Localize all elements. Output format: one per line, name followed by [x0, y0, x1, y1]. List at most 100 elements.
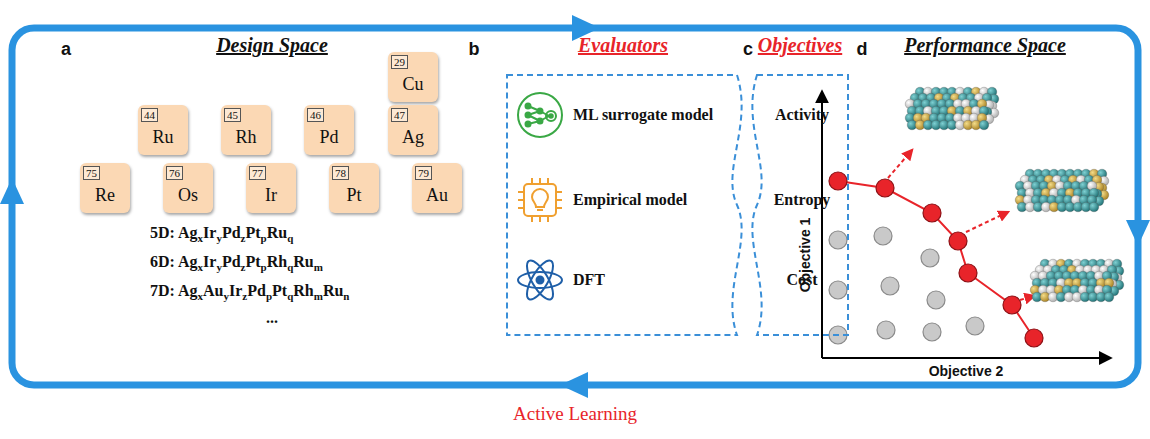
evaluators-box: EvaluatorsML surrogate modelEmpirical mo…	[505, 30, 755, 340]
nanoparticle	[905, 87, 999, 130]
formula-subscript: y	[216, 232, 222, 244]
atom-icon	[518, 257, 562, 303]
atom-sphere	[979, 120, 989, 130]
pareto-point	[923, 204, 941, 222]
y-axis	[821, 92, 823, 358]
formula-part: Au	[203, 282, 223, 299]
panel-letter: a	[61, 40, 71, 60]
atomic-number: 75	[83, 166, 100, 180]
composition-formula: 6D: AgxIryPdzPtpRhqRum	[150, 253, 323, 273]
formula-part: Pt	[272, 282, 287, 299]
evaluator-name: DFT	[573, 271, 605, 289]
dominated-point	[921, 249, 939, 267]
ellipsis: ...	[266, 309, 278, 327]
atomic-number: 46	[307, 108, 324, 122]
dashed-border	[507, 75, 742, 335]
formula-subscript: y	[216, 261, 222, 273]
loop-label: Active Learning	[513, 404, 637, 425]
atomic-number: 76	[166, 166, 183, 180]
element-symbol: Cu	[402, 75, 423, 95]
formula-subscript: y	[224, 290, 230, 302]
pareto-point	[959, 264, 977, 282]
panel-heading: Design Space	[216, 34, 328, 56]
atomic-number: 79	[415, 166, 432, 180]
atomic-number: 29	[391, 55, 408, 69]
formula-subscript: p	[261, 261, 267, 273]
formula-part: Ru	[323, 282, 343, 299]
atomic-number: 78	[332, 166, 349, 180]
dominated-point	[966, 317, 984, 335]
atomic-number: 44	[141, 108, 158, 122]
element-tile: 76Os	[163, 163, 213, 213]
formula-part: Pd	[222, 224, 241, 241]
element-tile: 29Cu	[388, 52, 438, 102]
formula-subscript: x	[198, 232, 204, 244]
atomic-number: 45	[224, 108, 241, 122]
dominated-point	[877, 321, 895, 339]
loop-frame	[12, 28, 1138, 385]
formula-part: Pd	[222, 253, 241, 270]
pareto-point	[1003, 296, 1021, 314]
scatter-plot	[829, 87, 1124, 347]
nanoparticle	[1015, 169, 1109, 212]
panel-letter: c	[743, 40, 753, 60]
formula-subscript: z	[241, 232, 246, 244]
formula-part: Ir	[203, 224, 216, 241]
dominated-point	[923, 323, 941, 341]
formula-part: Rh	[267, 253, 287, 270]
formula-part: 6D: Ag	[150, 253, 198, 270]
element-tile: 46Pd	[304, 105, 354, 155]
composition-formula: 5D: AgxIryPdzPtpRuq	[150, 224, 293, 244]
objective-name: Activity	[775, 106, 829, 124]
dashed-border	[752, 75, 848, 335]
element-symbol: Ru	[152, 128, 173, 148]
pointer-arrow	[1020, 296, 1034, 300]
element-symbol: Ag	[402, 128, 424, 148]
element-symbol: Pt	[346, 186, 361, 206]
axis-label: Objective 2	[929, 364, 1004, 379]
objectives-box: ObjectivesActivityEntropyCost	[745, 30, 850, 340]
panel-letter: d	[857, 40, 868, 60]
loop-arrowhead	[1126, 220, 1150, 246]
element-symbol: Pd	[319, 128, 338, 148]
element-tile: 45Rh	[221, 105, 271, 155]
formula-subscript: p	[266, 290, 272, 302]
formula-subscript: n	[343, 290, 349, 302]
pareto-point	[1025, 329, 1043, 347]
element-symbol: Ir	[265, 186, 277, 206]
formula-part: Ir	[203, 253, 216, 270]
element-tile: 44Ru	[138, 105, 188, 155]
atomic-number: 77	[249, 166, 266, 180]
element-tile: 77Ir	[246, 163, 296, 213]
dashed-outline	[745, 30, 850, 340]
evaluator-name: ML surrogate model	[573, 106, 713, 124]
atomic-number: 47	[391, 108, 408, 122]
formula-subscript: z	[241, 261, 246, 273]
formula-part: 7D: Ag	[150, 282, 198, 299]
loop-arrowhead	[560, 372, 588, 398]
element-symbol: Os	[178, 186, 198, 206]
formula-part: Pt	[245, 224, 260, 241]
loop-arrowhead	[0, 178, 24, 204]
pointer-arrow	[966, 212, 1008, 232]
composition-formula: 7D: AgxAuyIrzPdpPtqRhmRun	[150, 282, 349, 302]
formula-subscript: x	[198, 290, 204, 302]
formula-part: Ru	[293, 253, 313, 270]
formula-subscript: z	[242, 290, 247, 302]
panel-heading: Performance Space	[904, 34, 1066, 56]
formula-part: Pt	[245, 253, 260, 270]
element-tile: 78Pt	[329, 163, 379, 213]
panel-heading: Evaluators	[578, 34, 668, 56]
formula-subscript: m	[314, 290, 323, 302]
element-tile: 75Re	[80, 163, 130, 213]
dominated-point	[881, 277, 899, 295]
formula-subscript: p	[261, 232, 267, 244]
panel-letter: b	[469, 40, 480, 60]
element-tile: 79Au	[412, 163, 462, 213]
pareto-point	[829, 172, 847, 190]
formula-part: Ru	[267, 224, 287, 241]
formula-part: Rh	[293, 282, 313, 299]
element-symbol: Au	[426, 186, 448, 206]
formula-part: Pd	[247, 282, 266, 299]
empirical-icon	[518, 178, 562, 222]
